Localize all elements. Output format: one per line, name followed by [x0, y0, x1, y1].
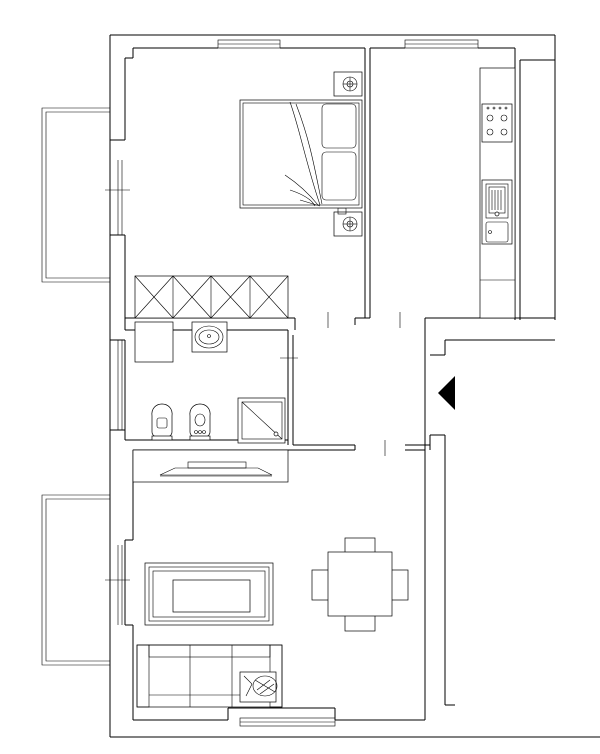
bidet: [189, 403, 211, 441]
washbasin: [191, 321, 228, 353]
dining-table: [311, 537, 409, 632]
tv-console: [132, 449, 289, 483]
wardrobe: [134, 275, 289, 319]
armchair: [239, 671, 278, 703]
nightstand: [333, 71, 363, 97]
bathroom: [134, 321, 286, 444]
toilet: [151, 403, 173, 441]
balconies: [41, 107, 130, 666]
cabinet: [134, 321, 174, 363]
cooktop: [481, 103, 513, 143]
outer-walls: [109, 34, 600, 738]
bedroom: [134, 71, 363, 319]
living-room: [132, 449, 409, 708]
kitchen: [479, 67, 516, 319]
shower: [237, 397, 286, 444]
double-bed: [239, 99, 363, 209]
entrance-arrow: [438, 376, 455, 410]
rug: [144, 562, 274, 626]
coffee-table: [172, 579, 251, 613]
kitchen-sink: [481, 179, 513, 245]
windows: [117, 39, 479, 727]
nightstand: [333, 207, 363, 237]
hallway: [438, 376, 455, 410]
